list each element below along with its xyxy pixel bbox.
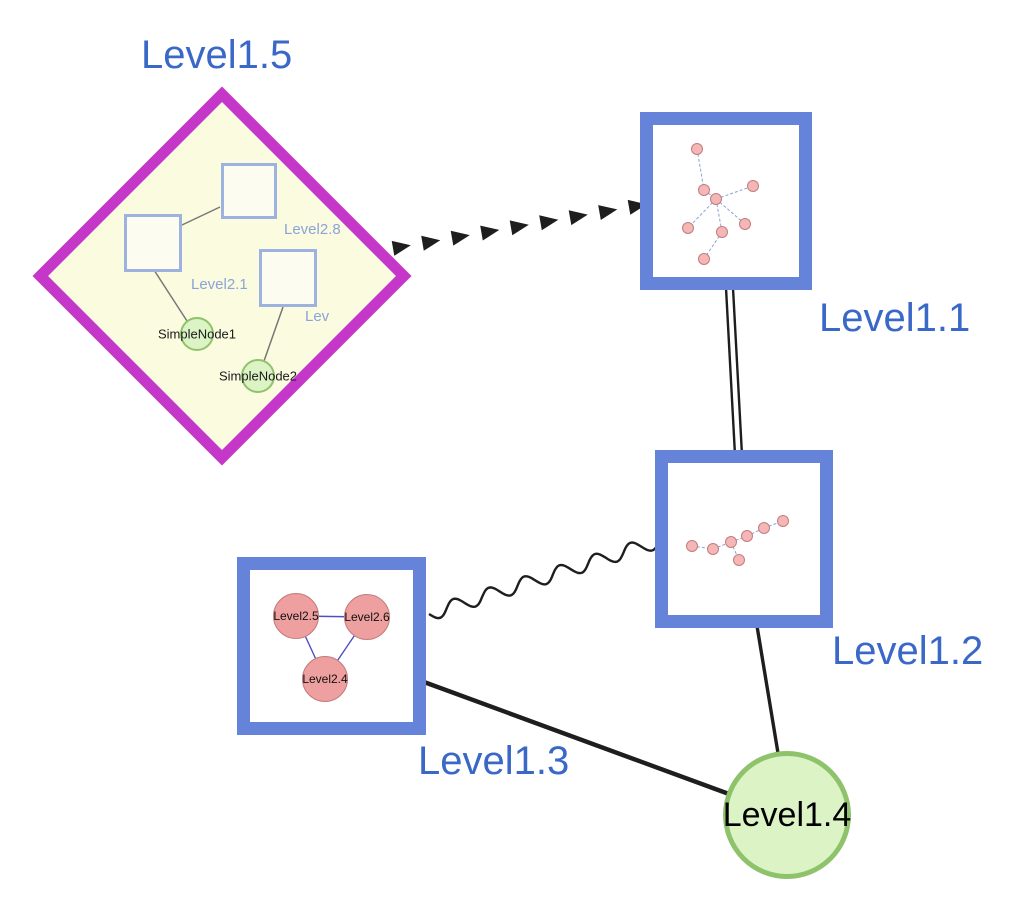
edge-level12-level14[interactable] [755,625,780,754]
node-level2-8[interactable] [221,163,277,219]
node-level1-3[interactable]: Level2.5 Level2.6 Level2.4 [237,557,426,735]
mini-node[interactable] [691,143,703,155]
mini-node[interactable] [682,222,694,234]
node-level1-5-label: Level1.5 [141,33,293,77]
node-level2-5[interactable]: Level2.5 [273,593,319,639]
node-level2-4[interactable]: Level2.4 [302,656,348,702]
node-level1-4-label: Level1.4 [722,795,852,834]
level1-2-mini-nodes [686,515,789,566]
level1-5-inner-edges [153,206,284,362]
simplenode2-label: SimpleNode2 [218,368,298,384]
level1-2-mini-graph [686,515,789,566]
mini-node[interactable] [698,184,710,196]
node-level1-2-label: Level1.2 [832,629,984,673]
node-lev[interactable] [259,249,317,307]
node-level2-4-label: Level2.4 [302,672,348,686]
mini-node[interactable] [733,554,745,566]
simplenode1-label: SimpleNode1 [157,326,237,342]
node-level2-6-label: Level2.6 [344,610,390,624]
mini-node[interactable] [707,543,719,555]
edge-level13-level14[interactable] [423,679,730,797]
mini-node[interactable] [698,253,710,265]
mini-node[interactable] [741,530,753,542]
edge-level12-level13-wavy[interactable] [428,540,661,620]
node-level2-5-label: Level2.5 [273,609,319,623]
node-level1-1-label: Level1.1 [819,296,971,340]
mini-node[interactable] [747,180,759,192]
simplenode1-circle[interactable] [180,317,214,351]
node-level2-1[interactable] [124,214,182,272]
mini-node[interactable] [739,218,751,230]
level1-1-mini-graph [682,143,759,265]
node-level1-5[interactable]: Level2.8 Level2.1 Lev SimpleNode1 Simple… [30,84,414,468]
node-lev-label: Lev [305,308,330,325]
mini-node[interactable] [725,536,737,548]
edge-level11-level12-double-line[interactable] [724,287,744,456]
node-level1-2[interactable] [655,450,833,628]
mini-node[interactable] [716,226,728,238]
level1-1-mini-nodes [682,143,759,265]
level1-1-mini-edges [687,148,754,260]
mini-node[interactable] [777,515,789,527]
node-level2-1-label: Level2.1 [191,276,248,293]
node-level1-4[interactable]: Level1.4 [723,751,851,879]
mini-node[interactable] [686,540,698,552]
edge-level15-level11-dashed-arrow[interactable] [391,199,647,256]
node-level1-1[interactable] [640,112,812,290]
mini-node[interactable] [758,522,770,534]
simplenode2-circle[interactable] [241,359,275,393]
mini-node[interactable] [710,193,722,205]
node-level2-6[interactable]: Level2.6 [344,594,390,640]
node-level1-3-label: Level1.3 [418,739,570,783]
node-level2-8-label: Level2.8 [284,221,341,238]
